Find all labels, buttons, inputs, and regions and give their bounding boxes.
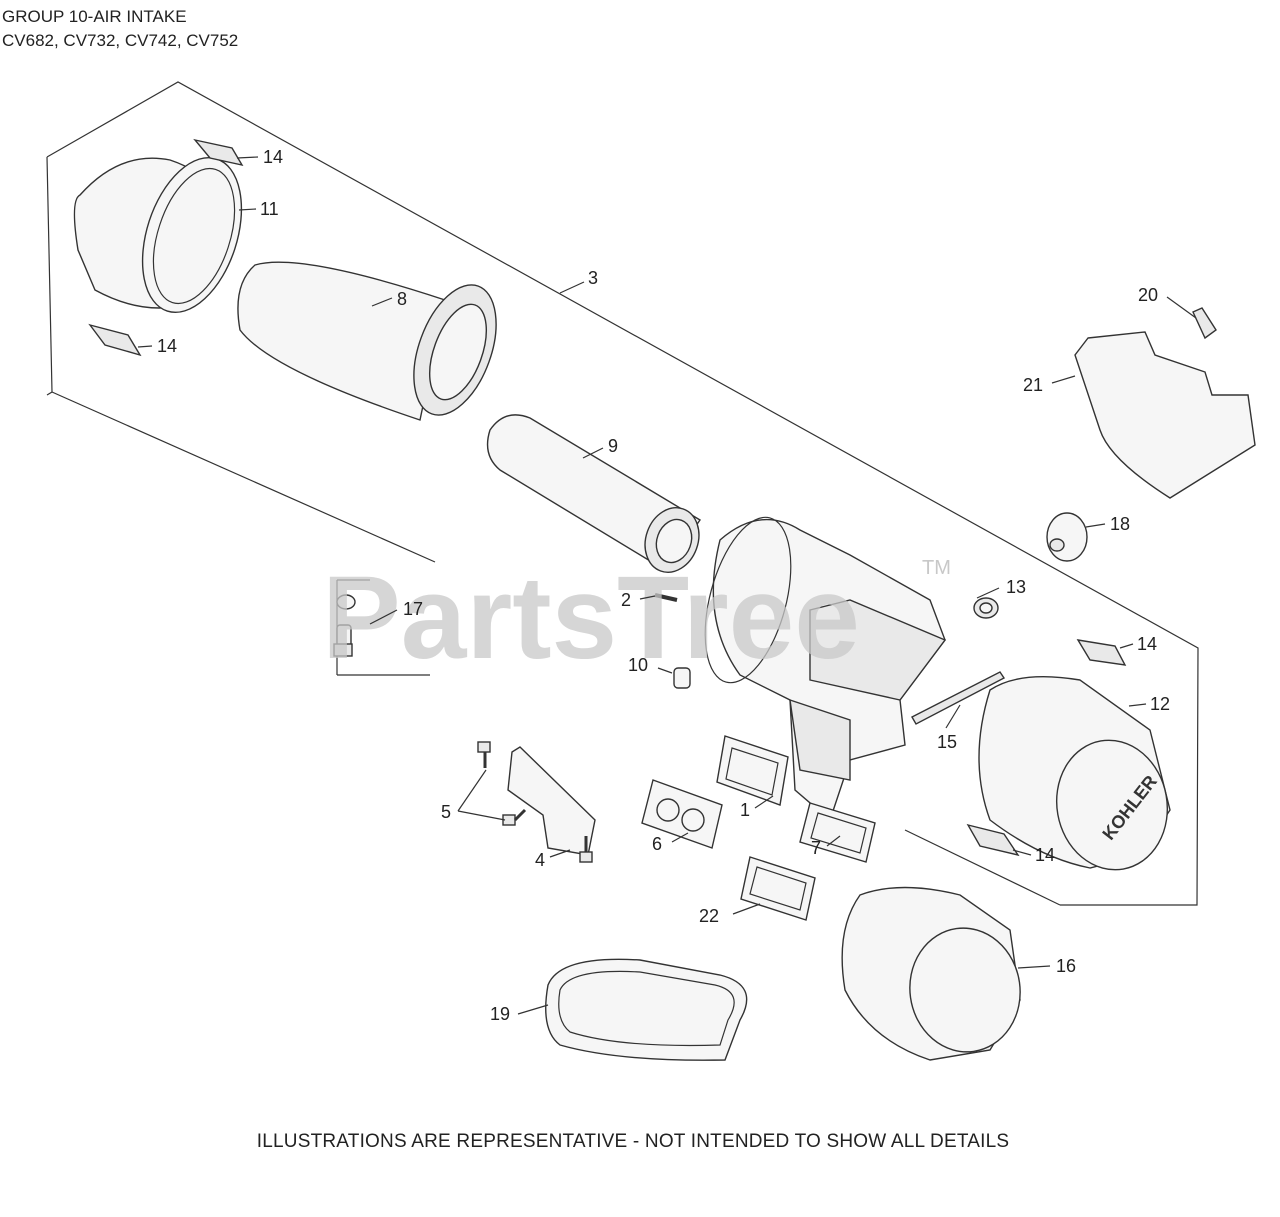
callout-14-right-lower: 14 xyxy=(1035,845,1055,865)
bolt-part-5-a[interactable] xyxy=(477,741,491,768)
callout-10: 10 xyxy=(628,655,648,675)
callout-15: 15 xyxy=(937,732,957,752)
plug-part-13[interactable] xyxy=(973,597,999,619)
callout-4: 4 xyxy=(535,850,545,870)
callout-7: 7 xyxy=(811,838,821,858)
callout-1: 1 xyxy=(740,800,750,820)
callout-22: 22 xyxy=(699,906,719,926)
diagram-title: GROUP 10-AIR INTAKE xyxy=(2,7,187,26)
leader-lines xyxy=(137,156,1197,1015)
assembly-outline xyxy=(46,81,1199,906)
bolt-part-5-b[interactable] xyxy=(502,808,527,826)
watermark-tm: TM xyxy=(922,557,951,579)
strip-part-15[interactable] xyxy=(911,671,1006,725)
clip-part-14-right-lower[interactable] xyxy=(966,823,1020,857)
model-list: CV682, CV732, CV742, CV752 xyxy=(2,31,239,50)
gasket-part-1[interactable] xyxy=(716,735,789,806)
callout-19: 19 xyxy=(490,1004,510,1024)
callout-2: 2 xyxy=(621,590,631,610)
callout-18: 18 xyxy=(1110,514,1130,534)
callout-13: 13 xyxy=(1006,577,1026,597)
clip-part-14-top[interactable] xyxy=(193,138,244,167)
inner-element-part-9[interactable] xyxy=(486,414,708,580)
filter-element-part-8[interactable] xyxy=(237,261,512,426)
callout-8: 8 xyxy=(397,289,407,309)
callout-20: 20 xyxy=(1138,285,1158,305)
callout-14-left: 14 xyxy=(157,336,177,356)
disclaimer-note: ILLUSTRATIONS ARE REPRESENTATIVE - NOT I… xyxy=(256,1131,1010,1152)
callout-5: 5 xyxy=(441,802,451,822)
cover-part-12[interactable]: KOHLER xyxy=(978,676,1177,879)
pin-part-2[interactable] xyxy=(654,593,678,602)
callout-labels: 14 11 14 8 3 9 2 10 13 14 12 14 15 16 18… xyxy=(157,147,1170,1024)
callout-12: 12 xyxy=(1150,694,1170,714)
gasket-part-22[interactable] xyxy=(740,856,816,921)
callout-14-right-upper: 14 xyxy=(1137,634,1157,654)
bolt-part-5-c[interactable] xyxy=(579,836,593,863)
partstree-watermark: PartsTree xyxy=(322,552,860,684)
gasket-part-7[interactable] xyxy=(799,802,876,863)
cap-part-18[interactable] xyxy=(1046,512,1088,562)
clip-part-14-right-upper[interactable] xyxy=(1076,639,1127,666)
kit-part-17[interactable] xyxy=(333,594,356,657)
bracket-part-4[interactable] xyxy=(507,746,596,856)
gasket-part-6[interactable] xyxy=(641,779,723,849)
callout-6: 6 xyxy=(652,834,662,854)
bushing-part-10[interactable] xyxy=(673,667,691,689)
precleaner-part-19[interactable] xyxy=(545,958,748,1061)
callout-21: 21 xyxy=(1023,375,1043,395)
callout-3: 3 xyxy=(588,268,598,288)
clip-part-20[interactable] xyxy=(1192,307,1217,340)
cover-part-16[interactable] xyxy=(841,886,1028,1061)
heat-shield-part-21[interactable] xyxy=(1074,331,1256,499)
callout-9: 9 xyxy=(608,436,618,456)
callout-14-top: 14 xyxy=(263,147,283,167)
callout-17: 17 xyxy=(403,599,423,619)
callout-16: 16 xyxy=(1056,956,1076,976)
air-cleaner-base-part-3[interactable] xyxy=(689,508,947,822)
filter-housing-part-11[interactable] xyxy=(73,145,259,325)
callout-11: 11 xyxy=(260,199,279,219)
clip-part-14-left[interactable] xyxy=(88,323,142,357)
